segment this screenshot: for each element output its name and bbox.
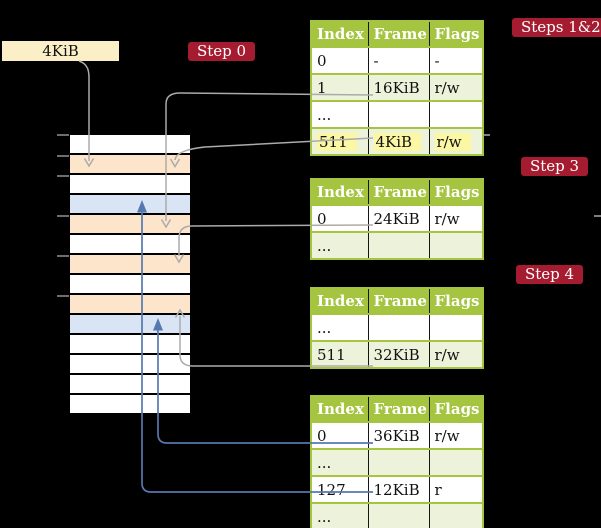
col-header-index: Index <box>311 179 368 205</box>
memory-row-peach <box>70 255 190 275</box>
table-header-row: Index Frame Flags <box>311 288 483 314</box>
page-table-steps-1-2: Index Frame Flags 0 - - 1 16KiB r/w ... … <box>310 20 484 156</box>
badge-step-0: Step 0 <box>188 42 256 61</box>
table-row: ... <box>311 232 483 259</box>
memory-row-blue <box>70 315 190 335</box>
frame-size-label: 4KiB <box>42 42 79 60</box>
table-row: 0 36KiB r/w <box>311 422 483 449</box>
badge-step-4: Step 4 <box>516 265 584 284</box>
frame-size-label-box: 4KiB <box>2 41 119 61</box>
page-table-final-level: Index Frame Flags 0 36KiB r/w ... 127 12… <box>310 395 484 528</box>
col-header-frame: Frame <box>367 179 429 205</box>
col-header-index: Index <box>311 21 368 47</box>
memory-row-peach <box>70 215 190 235</box>
table-row: ... <box>311 503 483 528</box>
table-header-row: Index Frame Flags <box>311 21 483 47</box>
col-header-frame: Frame <box>367 288 429 314</box>
memory-row-white <box>70 135 190 155</box>
memory-array <box>70 135 190 415</box>
table-row: ... <box>311 449 483 476</box>
table-row: 511 32KiB r/w <box>311 341 483 368</box>
col-header-flags: Flags <box>428 288 483 314</box>
col-header-frame: Frame <box>367 396 429 422</box>
badge-step-3: Step 3 <box>521 157 589 176</box>
badge-steps-1-2: Steps 1&2 <box>512 18 601 37</box>
table-header-row: Index Frame Flags <box>311 396 483 422</box>
col-header-flags: Flags <box>428 396 483 422</box>
page-table-step-3: Index Frame Flags 0 24KiB r/w ... <box>310 178 484 260</box>
memory-row-white <box>70 355 190 375</box>
col-header-index: Index <box>311 288 368 314</box>
col-header-frame: Frame <box>367 21 429 47</box>
table-header-row: Index Frame Flags <box>311 179 483 205</box>
table-row: 127 12KiB r <box>311 476 483 503</box>
table-row: 0 - - <box>311 47 483 74</box>
memory-row-white <box>70 235 190 255</box>
memory-row-blue <box>70 195 190 215</box>
memory-row-white <box>70 175 190 195</box>
col-header-flags: Flags <box>428 179 483 205</box>
table-row: ... <box>311 101 483 128</box>
col-header-index: Index <box>311 396 368 422</box>
page-table-step-4: Index Frame Flags ... 511 32KiB r/w <box>310 287 484 369</box>
memory-row-peach <box>70 155 190 175</box>
table-row: ... <box>311 314 483 341</box>
table-row-highlighted: 511 4KiB r/w <box>311 128 483 155</box>
memory-row-white <box>70 275 190 295</box>
memory-row-white <box>70 395 190 415</box>
memory-row-white <box>70 375 190 395</box>
table-row: 0 24KiB r/w <box>311 205 483 232</box>
memory-boundary-ticks <box>57 134 69 297</box>
table-row: 1 16KiB r/w <box>311 74 483 101</box>
memory-row-peach <box>70 295 190 315</box>
col-header-flags: Flags <box>428 21 483 47</box>
memory-row-white <box>70 335 190 355</box>
